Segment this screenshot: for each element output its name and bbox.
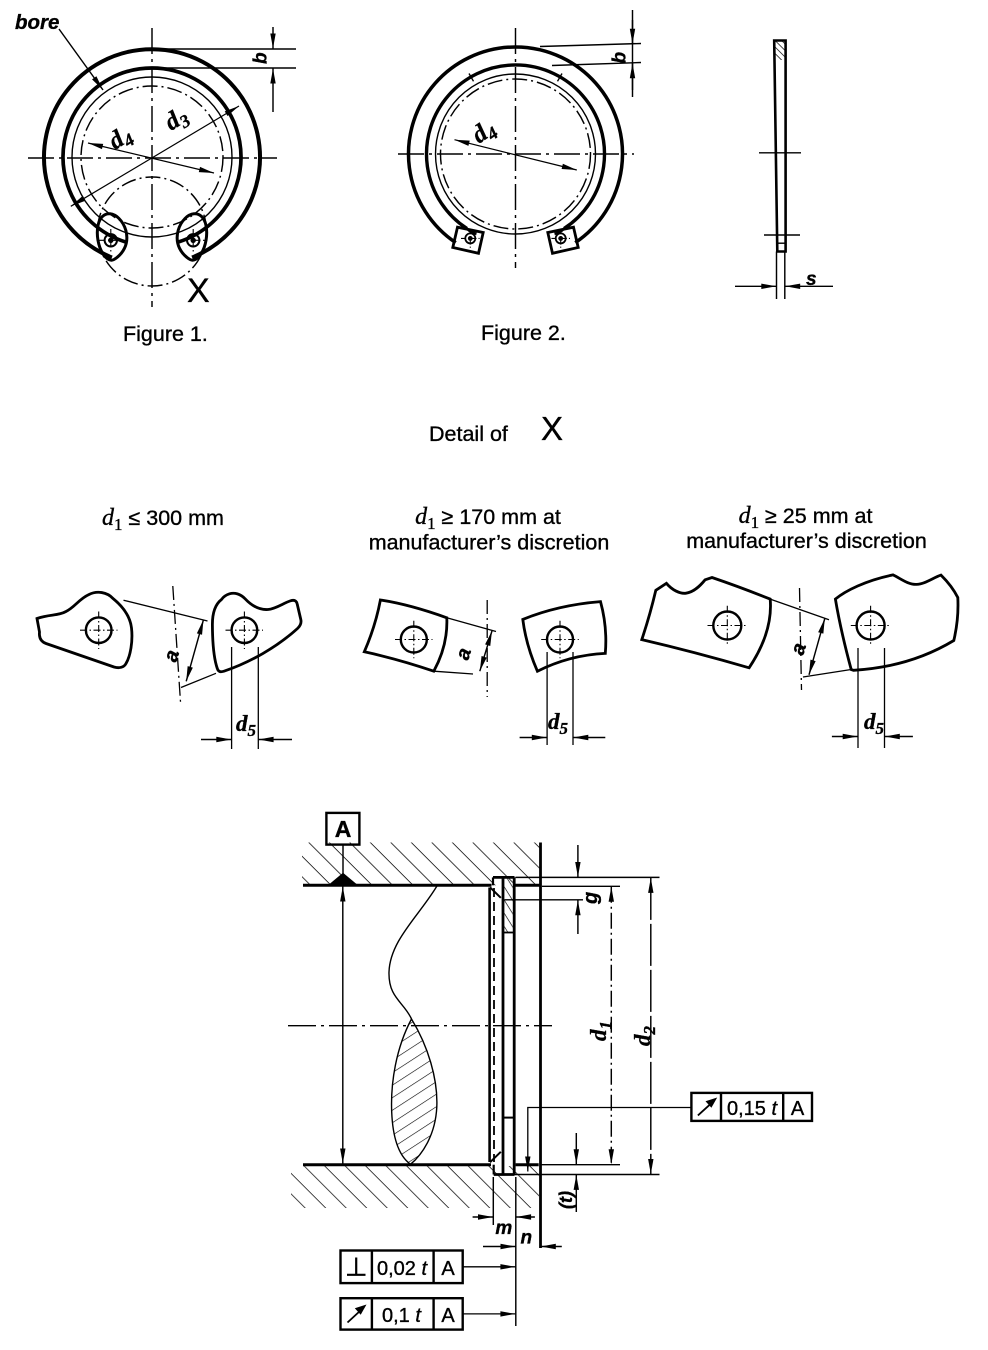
svg-text:b: b [610, 52, 631, 64]
svg-text:manufacturer’s discretion: manufacturer’s discretion [369, 531, 610, 555]
svg-text:m: m [495, 1218, 512, 1239]
svg-text:X: X [187, 272, 210, 310]
svg-text:A: A [791, 1098, 805, 1120]
svg-text:d1 ≤ 300 mm: d1 ≤ 300 mm [102, 505, 224, 534]
svg-text:manufacturer’s discretion: manufacturer’s discretion [686, 529, 927, 553]
svg-text:Figure 1.: Figure 1. [123, 322, 208, 346]
svg-text:(t): (t) [556, 1191, 576, 1209]
svg-text:n: n [521, 1228, 533, 1249]
svg-text:bore: bore [15, 11, 59, 34]
svg-text:d1 ≥ 170 mm at: d1 ≥ 170 mm at [415, 504, 561, 533]
svg-text:0,15 t: 0,15 t [727, 1098, 778, 1120]
svg-text:Figure 2.: Figure 2. [481, 321, 566, 345]
svg-text:d1 ≥ 25 mm at: d1 ≥ 25 mm at [739, 503, 873, 532]
svg-text:X: X [541, 410, 563, 447]
svg-text:s: s [806, 269, 817, 290]
svg-text:A: A [441, 1305, 455, 1327]
svg-text:A: A [441, 1258, 455, 1280]
svg-text:0,1 t: 0,1 t [382, 1305, 422, 1327]
svg-text:g: g [580, 892, 602, 905]
svg-text:A: A [335, 816, 352, 842]
svg-text:b: b [251, 52, 272, 64]
svg-text:Detail of: Detail of [429, 422, 508, 446]
svg-text:0,02 t: 0,02 t [377, 1258, 428, 1280]
